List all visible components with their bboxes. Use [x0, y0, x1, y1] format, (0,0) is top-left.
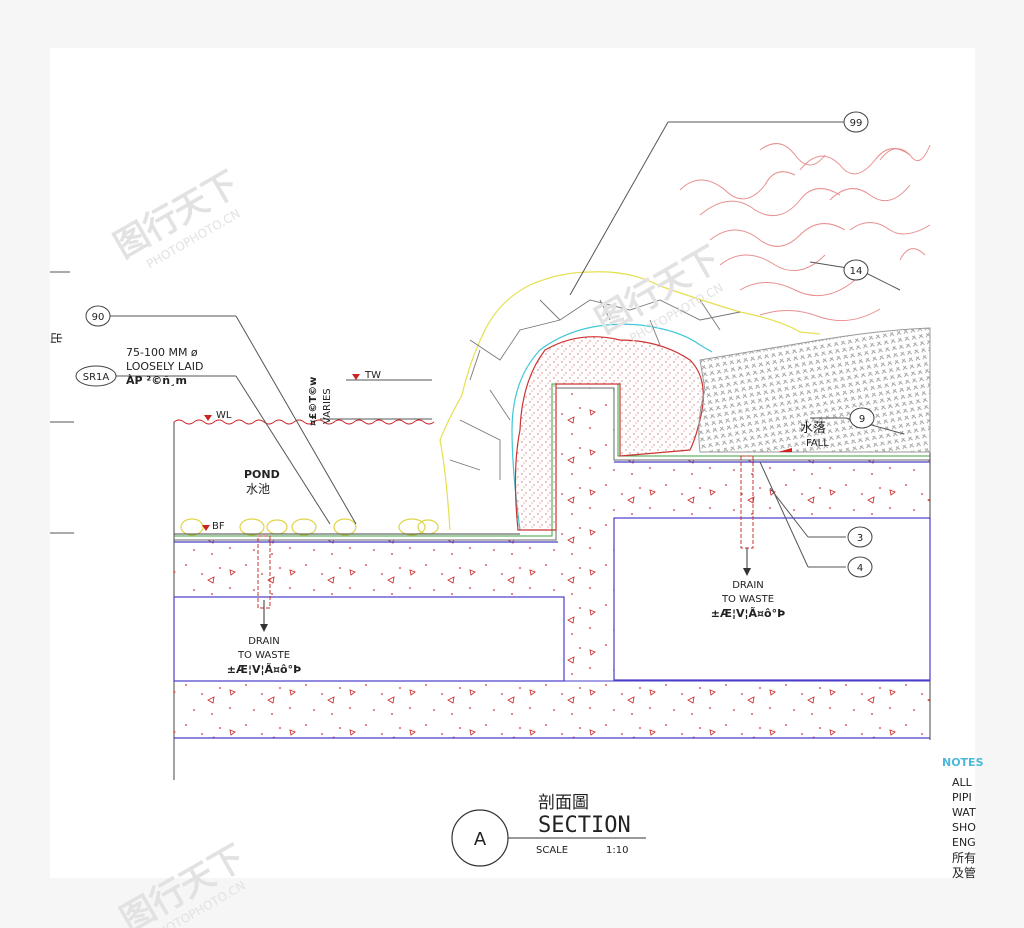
notes-title: NOTES	[942, 756, 984, 769]
fall-en-label: FALL	[806, 438, 829, 449]
pebbles-size-label: 75-100 MM ø	[126, 346, 198, 359]
tw-label: TW	[364, 370, 381, 381]
pebbles-cn-label: ÀP ²©ñ¸m	[126, 374, 187, 387]
notes-line-3: SHO	[952, 821, 976, 834]
tag-4: 4	[847, 556, 873, 578]
planting	[679, 143, 931, 322]
varies-cn-label: ¤£©T©w	[308, 377, 319, 426]
tag-14: 14	[843, 259, 869, 281]
notes-line-4: ENG	[952, 836, 976, 849]
drain-left-line1: DRAIN	[248, 636, 280, 647]
notes: NOTES ALL PIPI WAT SHO ENG 所有 及管	[942, 756, 984, 880]
annotations: 75-100 MM ø LOOSELY LAID ÀP ²©ñ¸m WL TW …	[126, 346, 829, 676]
drain-left-cn: ±Æ¦V¦Ã¤ô°Þ	[227, 663, 301, 676]
pebbles-desc-label: LOOSELY LAID	[126, 360, 204, 373]
left-edge-marks	[50, 271, 74, 534]
tag-sr1a: SR1A	[75, 365, 117, 387]
section-title-en: SECTION	[538, 813, 631, 838]
fall-cn-label: 水落	[800, 421, 826, 436]
tag-9: 9	[849, 407, 875, 429]
pond-cn-label: 水池	[246, 482, 270, 496]
drain-right-line2: TO WASTE	[721, 594, 774, 605]
tag-3-label: 3	[857, 533, 863, 544]
tag-9-label: 9	[859, 414, 865, 425]
notes-line-5: 所有	[952, 851, 976, 865]
tag-3: 3	[847, 526, 873, 548]
notes-line-1: PIPI	[952, 791, 972, 804]
drain-right-line1: DRAIN	[732, 580, 764, 591]
bf-label: BF	[212, 521, 225, 532]
tag-99-label: 99	[850, 118, 863, 129]
left-edge-text: 出	[49, 332, 63, 344]
wl-label: WL	[216, 410, 232, 421]
section-title-cn: 剖面圖	[538, 793, 589, 813]
drain-left-line2: TO WASTE	[237, 650, 290, 661]
scale-label: SCALE	[536, 845, 568, 856]
tag-14-label: 14	[850, 266, 863, 277]
scale-value: 1:10	[606, 845, 628, 856]
tag-90: 90	[85, 305, 111, 327]
title-block: A 剖面圖 SECTION SCALE 1:10	[451, 793, 646, 867]
drain-pipes	[257, 455, 754, 632]
level-markers	[202, 374, 792, 531]
notes-line-2: WAT	[952, 806, 976, 819]
varies-en-label: VARIES	[322, 388, 333, 424]
water-line	[173, 419, 435, 425]
tag-4-label: 4	[857, 563, 863, 574]
drain-right-cn: ±Æ¦V¦Ã¤ô°Þ	[711, 607, 785, 620]
section-marker-letter: A	[474, 829, 487, 850]
notes-line-0: ALL	[952, 776, 973, 789]
pebbles	[180, 518, 439, 536]
tag-90-label: 90	[92, 312, 105, 323]
pond-en-label: POND	[244, 468, 280, 481]
tag-sr1a-label: SR1A	[83, 372, 110, 383]
pond	[173, 419, 520, 536]
notes-line-6: 及管	[952, 865, 976, 880]
tag-99: 99	[843, 111, 869, 133]
